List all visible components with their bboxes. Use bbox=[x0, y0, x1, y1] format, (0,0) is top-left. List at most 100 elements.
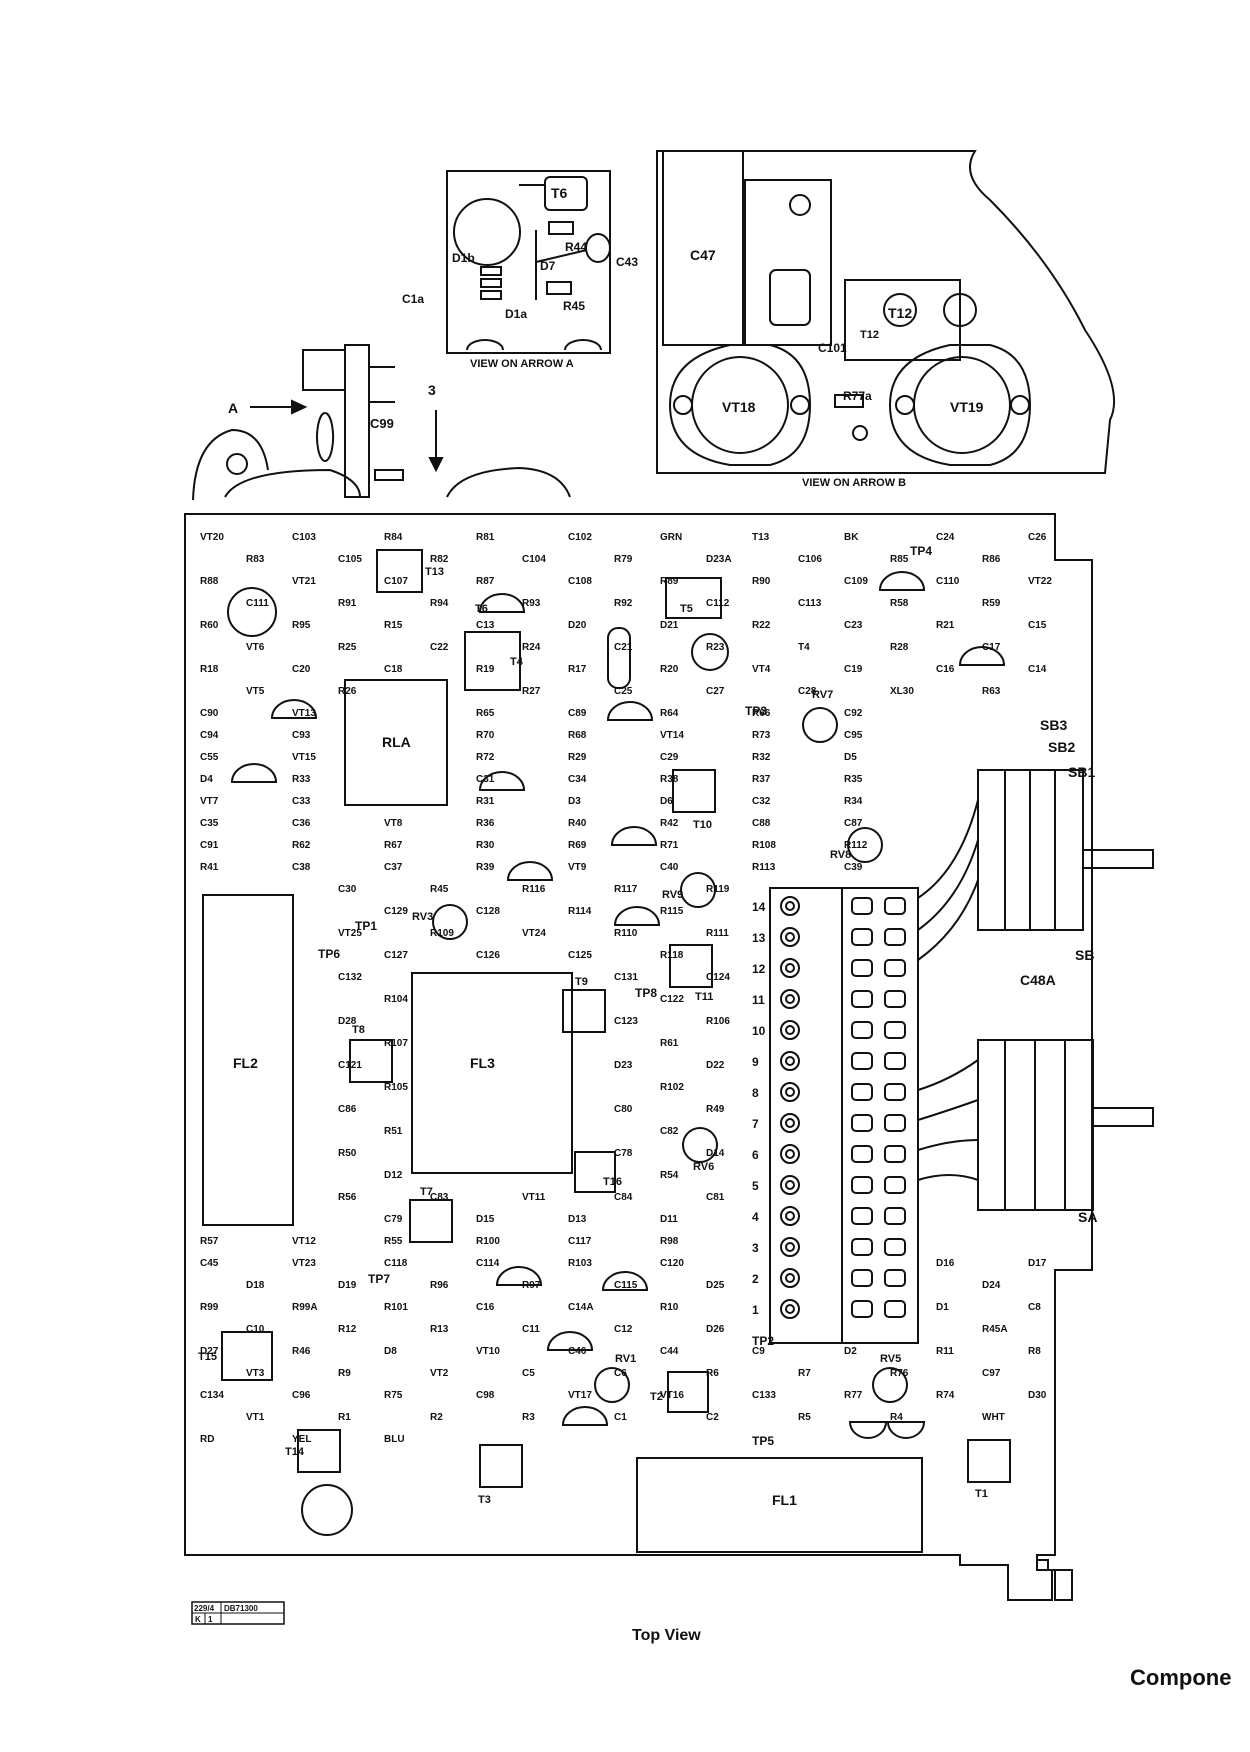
part-designator: C17 bbox=[982, 642, 1001, 653]
vt20-circle bbox=[227, 587, 277, 637]
part-designator: R29 bbox=[568, 752, 587, 763]
part-designator: R72 bbox=[476, 752, 495, 763]
transformer-t8 bbox=[349, 1039, 393, 1083]
part-designator: C113 bbox=[798, 598, 822, 609]
terminal-lug bbox=[851, 959, 873, 977]
part-designator: C46 bbox=[568, 1346, 587, 1357]
part-designator: C88 bbox=[752, 818, 771, 829]
part-designator: R75 bbox=[384, 1390, 403, 1401]
part-designator: VT10 bbox=[476, 1346, 500, 1357]
part-designator: R85 bbox=[890, 554, 909, 565]
terminal-pad-inner bbox=[785, 1180, 795, 1190]
part-designator: C84 bbox=[614, 1192, 633, 1203]
transformer-label-t7: T7 bbox=[420, 1186, 433, 1198]
part-designator: D16 bbox=[936, 1258, 955, 1269]
part-designator: GRN bbox=[660, 532, 682, 543]
part-designator: D22 bbox=[706, 1060, 725, 1071]
part-designator: BK bbox=[844, 532, 859, 543]
part-designator: C124 bbox=[706, 972, 730, 983]
part-designator: D15 bbox=[476, 1214, 495, 1225]
part-designator: C16 bbox=[476, 1302, 495, 1313]
part-designator: T4 bbox=[798, 642, 810, 653]
part-designator: R22 bbox=[752, 620, 771, 631]
part-designator: R40 bbox=[568, 818, 587, 829]
part-designator: R60 bbox=[200, 620, 219, 631]
part-designator: R118 bbox=[660, 950, 684, 961]
part-designator: R3 bbox=[522, 1412, 535, 1423]
test-point-tp8: TP8 bbox=[635, 986, 657, 1000]
part-designator: C8 bbox=[1028, 1302, 1041, 1313]
part-designator: D25 bbox=[706, 1280, 725, 1291]
terminal-number: 10 bbox=[752, 1024, 766, 1038]
part-designator: D21 bbox=[660, 620, 679, 631]
document-stamp: 229/4 DB71300 K 1 bbox=[191, 1601, 285, 1625]
part-designator: VT4 bbox=[752, 664, 771, 675]
test-point-tp4: TP4 bbox=[910, 544, 932, 558]
terminal-lug bbox=[851, 1269, 873, 1287]
transformer-t5-outline bbox=[665, 577, 722, 619]
terminal-number: 4 bbox=[752, 1210, 759, 1224]
part-designator: R8 bbox=[1028, 1346, 1041, 1357]
test-point-tp5: TP5 bbox=[752, 1434, 774, 1448]
part-designator: VT16 bbox=[660, 1390, 684, 1401]
arrow-a-label: A bbox=[228, 400, 238, 416]
part-designator: C134 bbox=[200, 1390, 224, 1401]
part-designator: R65 bbox=[476, 708, 495, 719]
inset-view-a bbox=[446, 170, 611, 354]
terminal-lug bbox=[851, 897, 873, 915]
transformer-label-t6: T6 bbox=[475, 603, 488, 615]
part-designator: C106 bbox=[798, 554, 822, 565]
part-designator: R108 bbox=[752, 840, 776, 851]
part-designator: C36 bbox=[292, 818, 311, 829]
part-designator: VT23 bbox=[292, 1258, 316, 1269]
part-designator: C40 bbox=[660, 862, 679, 873]
label-sb: SB bbox=[1075, 947, 1094, 963]
part-designator: C23 bbox=[844, 620, 863, 631]
part-designator: C44 bbox=[660, 1346, 679, 1357]
terminal-lug bbox=[884, 1145, 906, 1163]
part-designator: C33 bbox=[292, 796, 311, 807]
part-designator: C26 bbox=[1028, 532, 1047, 543]
part-designator: D28 bbox=[338, 1016, 357, 1027]
part-designator: C83 bbox=[430, 1192, 449, 1203]
arrow-b-label: 3 bbox=[428, 382, 436, 398]
part-designator: R55 bbox=[384, 1236, 403, 1247]
transformer-t10 bbox=[672, 769, 716, 813]
terminal-pad bbox=[780, 989, 800, 1009]
part-designator: C30 bbox=[338, 884, 357, 895]
terminal-number: 5 bbox=[752, 1179, 759, 1193]
part-designator: C118 bbox=[384, 1258, 408, 1269]
part-designator: VT5 bbox=[246, 686, 265, 697]
label-c99: C99 bbox=[370, 416, 394, 431]
inset-b-label-c101: C101 bbox=[818, 341, 847, 355]
part-designator: C82 bbox=[660, 1126, 679, 1137]
part-designator: R2 bbox=[430, 1412, 443, 1423]
part-designator: R103 bbox=[568, 1258, 592, 1269]
part-designator: R107 bbox=[384, 1038, 408, 1049]
part-designator: VT11 bbox=[522, 1192, 546, 1203]
test-point-tp6: TP6 bbox=[318, 947, 340, 961]
terminal-number: 3 bbox=[752, 1241, 759, 1255]
part-designator: C79 bbox=[384, 1214, 403, 1225]
transformer-t15-outline bbox=[221, 1331, 273, 1381]
part-designator: C15 bbox=[1028, 620, 1047, 631]
part-designator: R93 bbox=[522, 598, 541, 609]
part-designator: D23A bbox=[706, 554, 732, 565]
transformer-label-t13: T13 bbox=[425, 566, 444, 578]
part-designator: R1 bbox=[338, 1412, 351, 1423]
part-designator: C112 bbox=[706, 598, 730, 609]
terminal-number: 9 bbox=[752, 1055, 759, 1069]
part-designator: R54 bbox=[660, 1170, 679, 1181]
inset-b-caption: VIEW ON ARROW B bbox=[802, 477, 906, 489]
part-designator: D26 bbox=[706, 1324, 725, 1335]
part-designator: R41 bbox=[200, 862, 219, 873]
part-designator: C86 bbox=[338, 1104, 357, 1115]
terminal-pad-inner bbox=[785, 1211, 795, 1221]
part-designator: R113 bbox=[752, 862, 776, 873]
terminal-pad-inner bbox=[785, 932, 795, 942]
part-designator: C107 bbox=[384, 576, 408, 587]
part-designator: R84 bbox=[384, 532, 403, 543]
terminal-lug bbox=[884, 928, 906, 946]
